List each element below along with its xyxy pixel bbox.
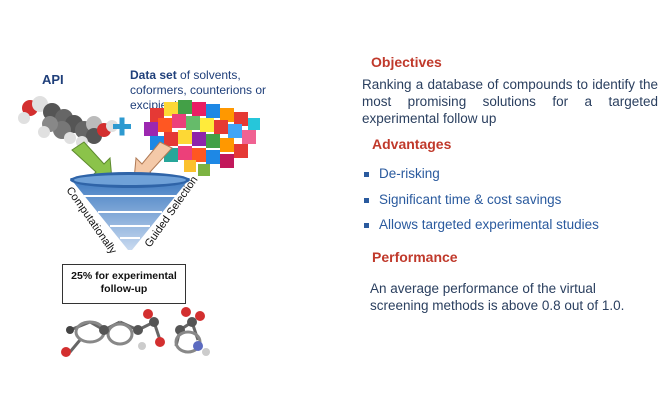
objectives-heading: Objectives — [371, 54, 442, 70]
advantages-heading: Advantages — [372, 136, 452, 152]
funnel-icon — [70, 172, 190, 250]
api-arrow-icon — [71, 141, 113, 181]
experimental-followup-callout: 25% for experimental follow-up — [62, 264, 186, 304]
dataset-cubes-icon — [144, 100, 260, 176]
performance-heading: Performance — [372, 249, 458, 265]
advantage-item: Allows targeted experimental studies — [364, 217, 599, 232]
plus-icon — [113, 117, 131, 136]
dataset-label: Data set of solvents, coformers, counter… — [130, 68, 300, 113]
objectives-body: Ranking a database of compounds to ident… — [362, 77, 658, 126]
advantage-item: Significant time & cost savings — [364, 192, 561, 207]
api-molecule-icon — [18, 96, 118, 148]
screening-illustration: Computationally Guided Selection — [18, 96, 260, 357]
api-label: API — [42, 72, 64, 87]
advantage-item: De-risking — [364, 166, 440, 181]
performance-body: An average performance of the virtual sc… — [370, 281, 625, 313]
dataset-label-rest: of solvents, coformers, counterions or e… — [130, 68, 267, 112]
dataset-label-bold: Data set — [130, 68, 177, 82]
